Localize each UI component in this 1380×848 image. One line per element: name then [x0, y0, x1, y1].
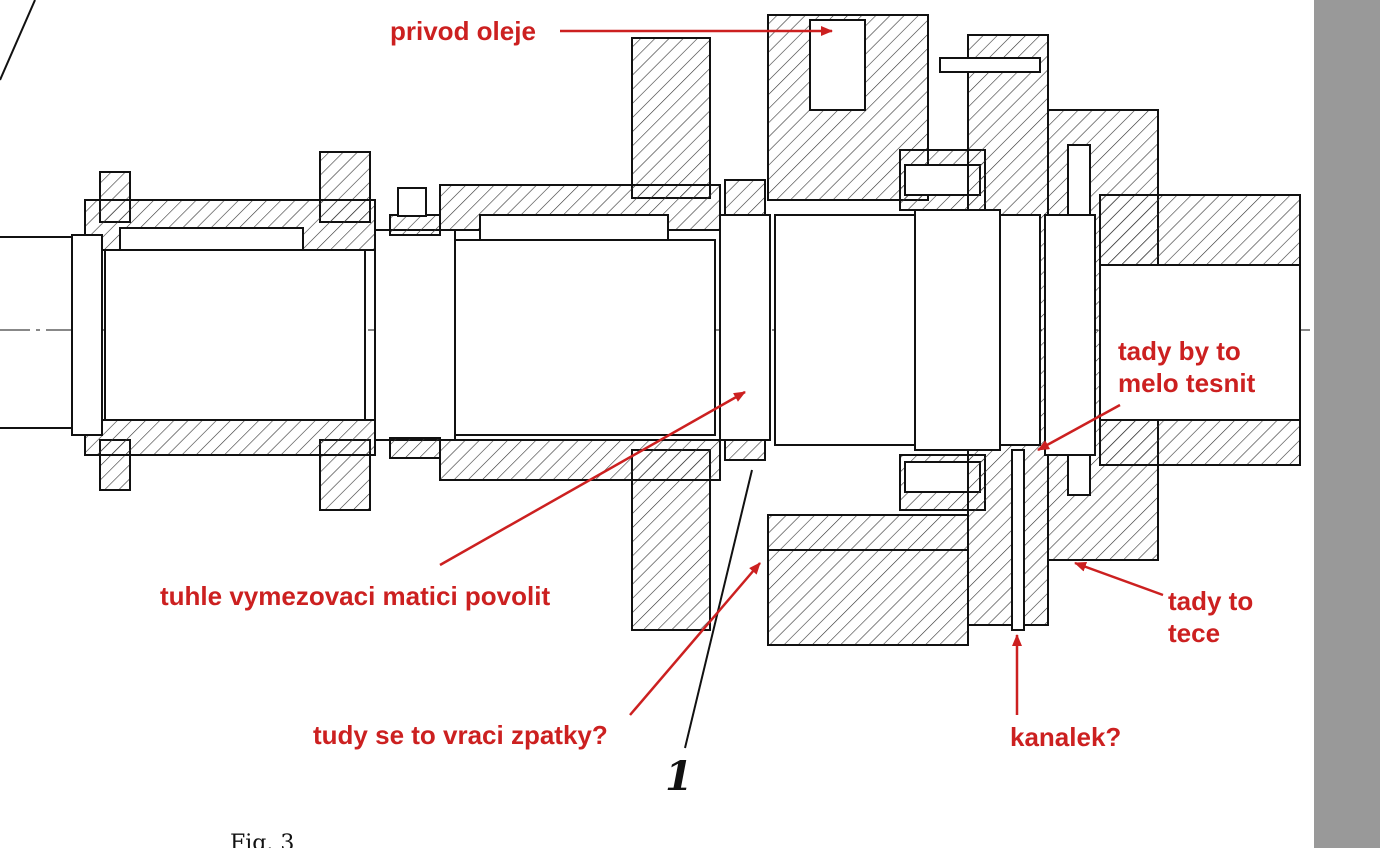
arrow-return-path	[629, 562, 761, 716]
label-return-path: tudy se to vraci zpatky?	[313, 720, 608, 750]
label-seal-line2: melo tesnit	[1118, 368, 1256, 398]
label-loosen-nut: tuhle vymezovaci matici povolit	[160, 581, 550, 611]
part-number: 1	[665, 753, 693, 800]
annotations: privod oleje tuhle vymezovaci matici pov…	[160, 16, 1256, 752]
label-channel: kanalek?	[1010, 722, 1121, 752]
label-leak-line1: tady to	[1168, 586, 1253, 616]
gray-side-bar	[1314, 0, 1380, 848]
arrow-seal	[1037, 403, 1121, 452]
shaft-assembly	[0, 0, 1310, 646]
arrow-loosen-nut	[439, 390, 746, 567]
arrow-leak	[1074, 561, 1164, 597]
figure-caption: Fig. 3	[230, 831, 294, 848]
label-oil-inlet: privod oleje	[390, 16, 536, 46]
label-seal-line1: tady by to	[1118, 336, 1241, 366]
label-leak-line2: tece	[1168, 618, 1220, 648]
